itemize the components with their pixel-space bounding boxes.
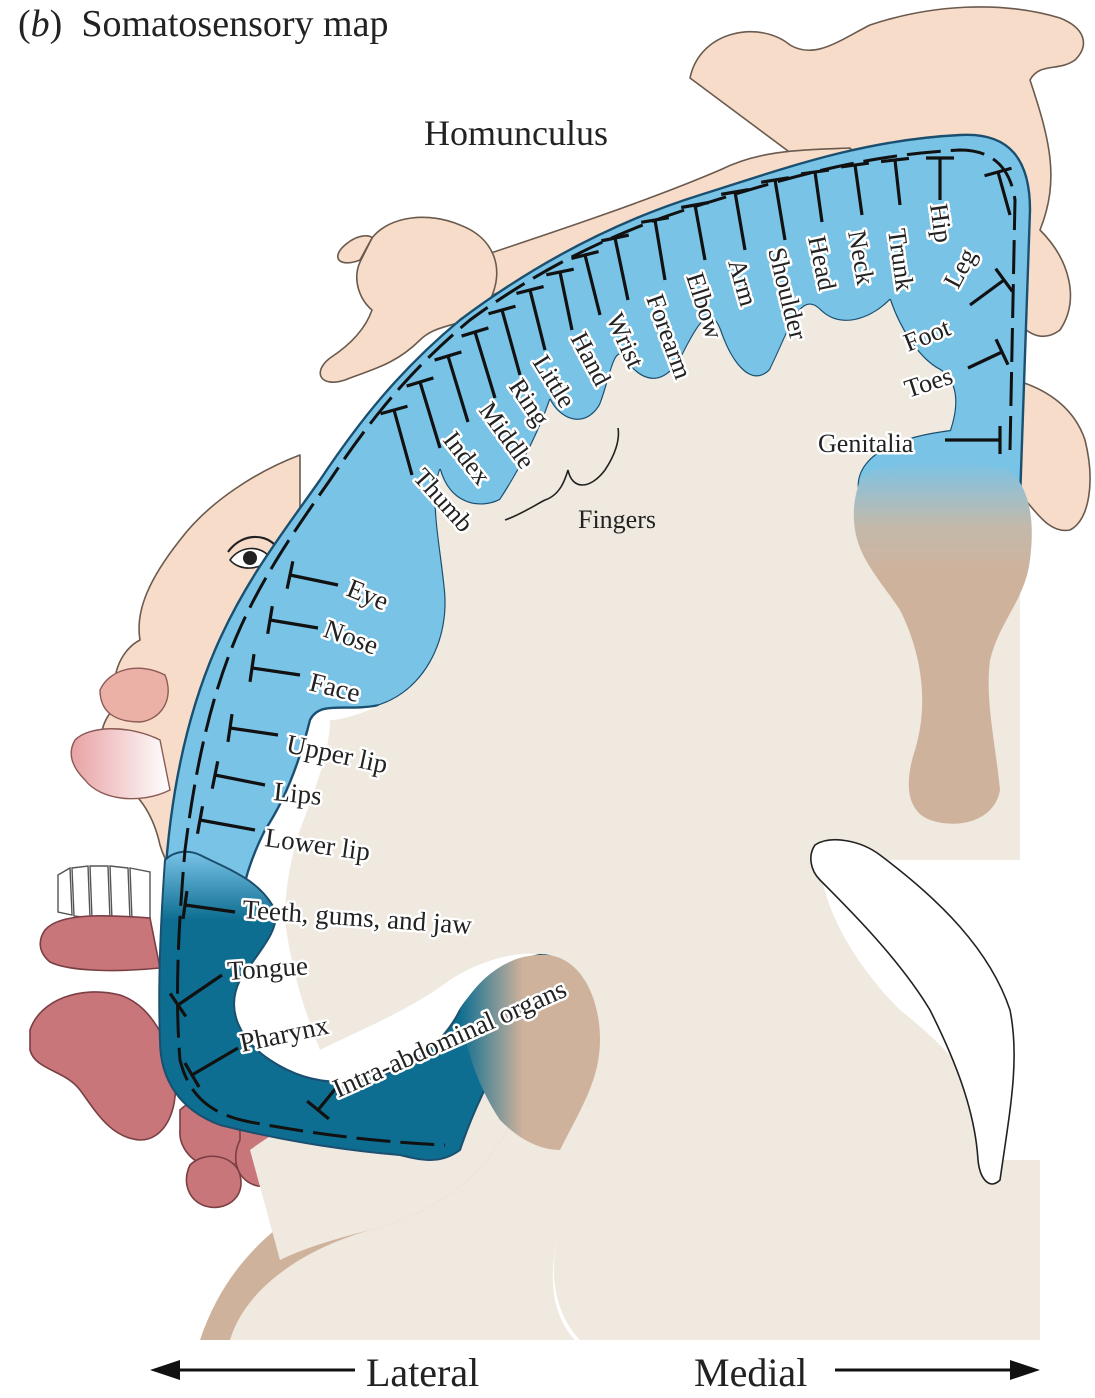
lateral-label: Lateral xyxy=(366,1350,479,1393)
medial-label: Medial xyxy=(694,1350,807,1393)
label-tongue: Tongue xyxy=(226,950,309,986)
label-genitalia: Genitalia xyxy=(818,429,914,458)
fingers-label: Fingers xyxy=(578,505,656,534)
label-lips: Lips xyxy=(272,776,323,811)
lower-lip-shape xyxy=(71,729,170,799)
label-pharynx: Pharynx xyxy=(237,1010,332,1058)
panel-title: (b) Somatosensory map xyxy=(18,2,388,46)
lateral-arrowhead xyxy=(150,1360,180,1380)
upper-lip-shape xyxy=(100,668,168,722)
gums-shape xyxy=(40,916,160,971)
figure-title: Somatosensory map xyxy=(81,3,388,45)
teeth-shape xyxy=(58,866,150,920)
homunculus-label: Homunculus xyxy=(424,113,608,153)
axis-arrows: Lateral Medial xyxy=(150,1350,1040,1393)
label-hip: Hip xyxy=(924,202,958,245)
medial-arrowhead xyxy=(1010,1360,1040,1380)
tongue-shape xyxy=(30,992,175,1140)
panel-letter: b xyxy=(31,3,50,45)
